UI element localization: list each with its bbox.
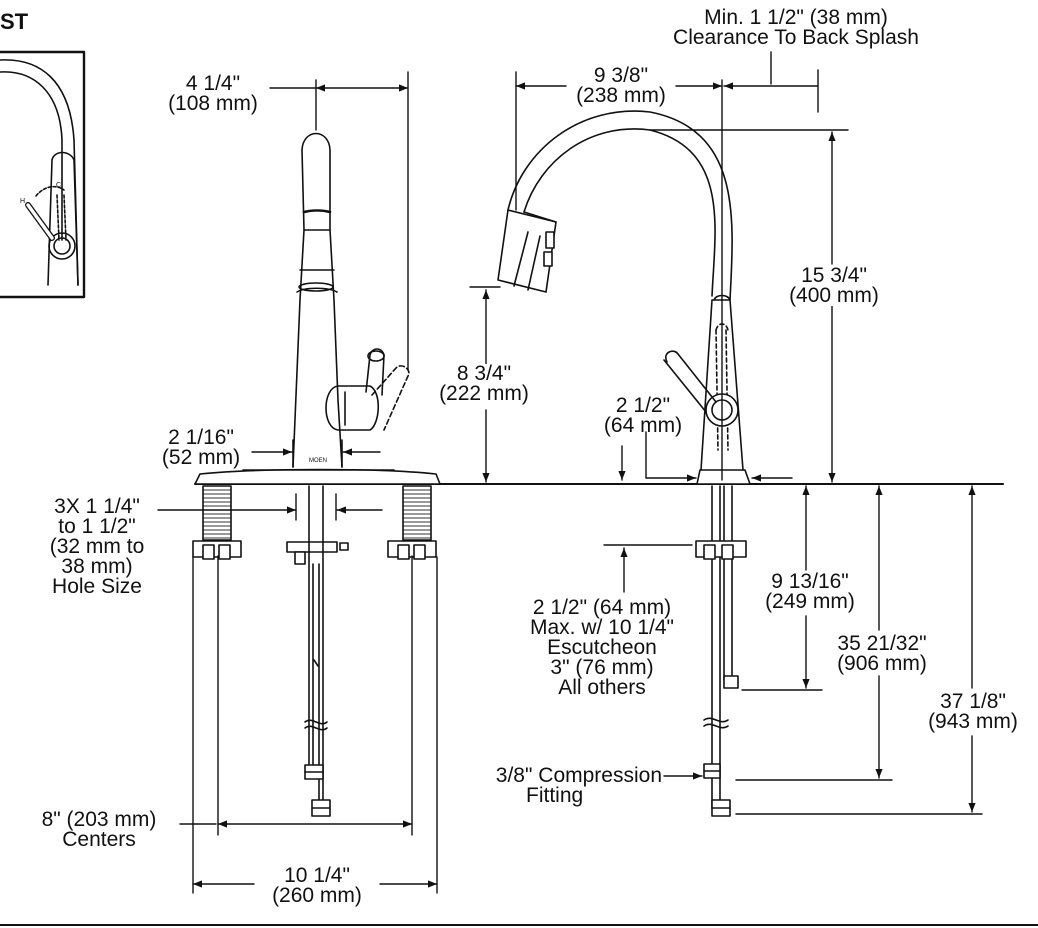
dim-label-backsplash: Min. 1 1/2" (38 mm) Clearance To Back Sp… xyxy=(673,6,919,49)
cold-mark: C xyxy=(56,182,62,189)
inset-handle-view xyxy=(0,50,86,299)
dim-label-base-width: 2 1/16" (52 mm) xyxy=(161,426,241,469)
dim-label-spout-reach-side: 4 1/4" (108 mm) xyxy=(168,72,258,115)
corner-text: ST xyxy=(0,9,29,34)
dim-label-shank-length: 9 13/16" (249 mm) xyxy=(750,571,870,612)
brand-mark: MOEN xyxy=(309,458,327,464)
dim-label-supply-length-1: 35 21/32" (906 mm) xyxy=(820,633,944,674)
dim-label-deck-thickness: 2 1/2" (64 mm) Max. w/ 10 1/4" Escutcheo… xyxy=(529,596,675,699)
dim-label-spout-reach: 9 3/8" (238 mm) xyxy=(576,64,666,107)
dim-label-centers: 8" (203 mm) Centers xyxy=(41,808,157,851)
dim-label-spout-height: 8 3/4" (222 mm) xyxy=(424,363,544,404)
hot-mark: H xyxy=(20,198,26,205)
dim-label-overall-height: 15 3/4" (400 mm) xyxy=(774,265,894,306)
front-view-faucet xyxy=(192,132,441,817)
dim-label-fitting: 3/8" Compression Fitting xyxy=(495,764,662,807)
dim-label-hole-size: 3X 1 1/4" to 1 1/2" (32 mm to 38 mm) Hol… xyxy=(49,495,145,598)
dim-label-base-diameter: 2 1/2" (64 mm) xyxy=(603,394,683,437)
dim-label-supply-length-2: 37 1/8" (943 mm) xyxy=(914,691,1032,732)
side-dimension-lines xyxy=(469,51,983,815)
dim-label-overall-width: 10 1/4" (260 mm) xyxy=(272,864,362,907)
front-dimension-lines xyxy=(157,71,438,894)
side-view-faucet xyxy=(497,110,751,817)
